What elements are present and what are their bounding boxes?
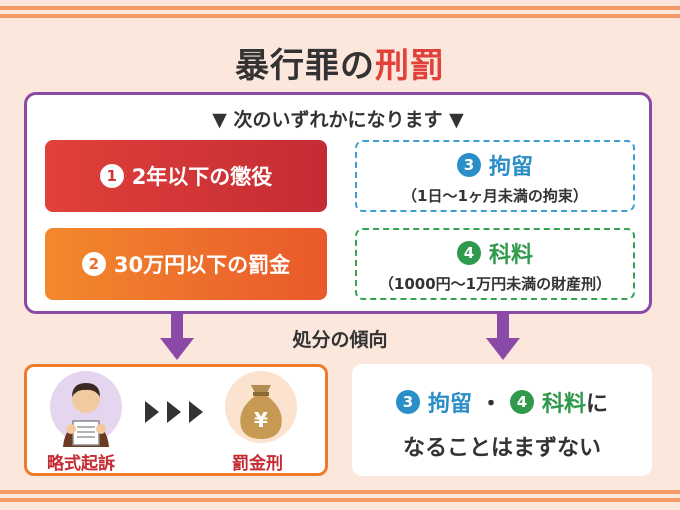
bottom-stripe: [0, 490, 680, 494]
money-bag-icon: ¥: [225, 371, 297, 443]
coin-symbol: ¥: [254, 408, 268, 432]
penalty-fine: 2 30万円以下の罰金: [45, 228, 327, 300]
number-3-icon: 3: [456, 153, 481, 177]
down-arrow-left-icon: [160, 314, 194, 360]
options-subtitle: ▼ 次のいずれかになります ▼: [212, 109, 464, 131]
penalty-detention: 3 拘留 （1日〜1ヶ月未満の拘束）: [355, 140, 635, 212]
summary-procedure-box: 略式起訴 ¥ 罰金刑: [24, 364, 328, 476]
conclusion-line2: なることはまずない: [402, 436, 601, 461]
penalty-petty-fine: 4 科料 （1000円〜1万円未満の財産刑）: [355, 228, 635, 300]
number-4-icon: 4: [456, 241, 481, 265]
number-3-icon-small: 3: [395, 390, 420, 414]
trend-label: 処分の傾向: [292, 329, 388, 351]
conclusion-petty-fine: 科料: [542, 392, 587, 417]
penalty-options-box: ▼ 次のいずれかになります ▼ 1 2年以下の懲役 2 30万円以下の罰金 3 …: [24, 92, 652, 314]
top-stripe: [0, 6, 680, 10]
penalty-detention-label: 拘留: [488, 155, 533, 180]
title-main: 暴行罪の: [235, 46, 375, 86]
conclusion-box: 3 拘留 ・ 4 科料 に なることはまずない: [352, 364, 652, 476]
conclusion-suffix: に: [586, 392, 609, 417]
penalty-petty-fine-label: 科料: [488, 243, 533, 268]
penalty-petty-fine-note: （1000円〜1万円未満の財産刑）: [378, 275, 612, 293]
penalty-imprisonment-label: 2年以下の懲役: [131, 165, 273, 189]
bottom-stripe-2: [0, 498, 680, 502]
penalty-imprisonment: 1 2年以下の懲役: [45, 140, 327, 212]
penalty-detention-note: （1日〜1ヶ月未満の拘束）: [402, 187, 588, 205]
penalty-fine-label: 30万円以下の罰金: [113, 253, 291, 277]
fine-penalty-label: 罰金刑: [232, 454, 283, 474]
number-4-icon-small: 4: [510, 390, 534, 414]
number-1-icon: 1: [99, 164, 124, 188]
number-2-icon: 2: [81, 252, 106, 276]
title-highlight: 刑罰: [375, 46, 445, 86]
person-with-document-icon: [50, 371, 122, 447]
down-arrow-right-icon: [486, 314, 520, 360]
page-title: 暴行罪の刑罰: [0, 38, 680, 87]
conclusion-separator: ・: [479, 392, 502, 417]
triple-arrow-icon: [145, 401, 203, 423]
top-stripe-2: [0, 14, 680, 18]
conclusion-detention: 拘留: [427, 392, 472, 417]
summary-indictment-label: 略式起訴: [47, 454, 115, 474]
